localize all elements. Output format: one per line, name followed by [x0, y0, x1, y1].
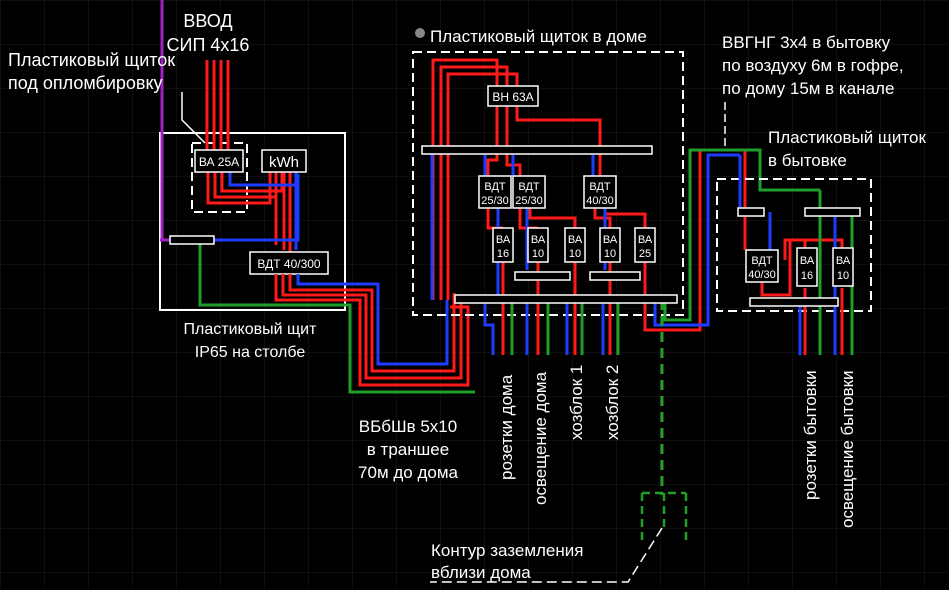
ground-label-1: Контур заземления [431, 541, 583, 560]
cabin-ba-1-b: 16 [801, 270, 813, 282]
house-rcd-2-b: 25/30 [515, 195, 543, 207]
house-breaker-2: ВА 10 [527, 227, 549, 263]
house-rcd-1: ВДТ 25/30 [478, 175, 512, 209]
house-ba-3-b: 10 [569, 248, 581, 260]
pole-n-bus [169, 235, 215, 245]
pole-box-label-2: IP65 на столбе [195, 344, 306, 361]
house-rcd-3-b: 40/30 [586, 195, 614, 207]
house-rcd-3-a: ВДТ [589, 181, 611, 193]
seal-box-pointer [181, 92, 206, 144]
house-switch: ВН 63А [487, 85, 539, 107]
cabin-panel: ВДТ 40/30 ВА 16 ВА 10 Пластиковый щиток … [716, 102, 926, 355]
pole-neutral-wires [176, 172, 300, 250]
house-ba-5-a: ВА [638, 234, 653, 246]
house-box-label: Пластиковый щиток в доме [430, 27, 647, 46]
ground-label-2: вблизи дома [431, 563, 531, 582]
house-ba-5-b: 25 [639, 248, 651, 260]
house-ba-3-a: ВА [568, 234, 583, 246]
pole-panel: ВА 25А kWh ВДТ 40/300 Пластиковый щит IP… [159, 0, 475, 394]
pole-rcd-label: ВДТ 40/300 [257, 257, 321, 271]
input-title-2: СИП 4х16 [167, 35, 250, 55]
cabin-pe-bus [804, 207, 861, 217]
cable-out-label-2: по воздуху 6м в гофре, [722, 56, 904, 75]
out-shed-1: хозблок 1 [567, 365, 586, 440]
cabin-phase [743, 212, 844, 355]
house-neutral [430, 150, 740, 355]
pole-panel-outline [159, 132, 346, 311]
cable-out-label-1: ВВГНГ 3х4 в бытовку [722, 33, 891, 52]
seal-box-outline [191, 142, 248, 213]
house-n-bus-mid-1 [514, 271, 571, 281]
trench-label-2: в траншее [367, 440, 449, 459]
meter-label: kWh [269, 154, 299, 171]
house-ba-2-b: 10 [532, 248, 544, 260]
house-rcd-2-a: ВДТ [518, 181, 540, 193]
house-rcd-1-b: 25/30 [481, 195, 509, 207]
meter: kWh [261, 149, 307, 173]
cabin-breaker-1: ВА 16 [796, 247, 818, 287]
ground-electrode [640, 491, 688, 540]
pole-ground-wire [198, 240, 475, 394]
house-panel-outline [412, 51, 684, 316]
cabin-n-bus-bottom [749, 297, 839, 307]
trench-label-1: ВБбШв 5х10 [359, 417, 457, 436]
cabin-rcd: ВДТ 40/30 [745, 249, 779, 283]
pole-breaker-label: ВА 25А [199, 155, 239, 169]
out-house-sockets: розетки дома [497, 374, 516, 480]
pole-rcd: ВДТ 40/300 [249, 251, 329, 275]
cabin-box-label-1: Пластиковый щиток [768, 128, 926, 147]
house-breaker-4: ВА 10 [599, 227, 621, 263]
out-cabin-light: освещение бытовки [838, 370, 857, 528]
trench-cable [274, 274, 470, 387]
house-pe-bus [454, 294, 678, 304]
house-ba-2-a: ВА [531, 234, 546, 246]
cabin-box-label-2: в бытовке [768, 151, 847, 170]
seal-box-label-1: Пластиковый щиток [8, 50, 175, 70]
cabin-breaker-2: ВА 10 [832, 247, 854, 287]
cabin-rcd-b: 40/30 [748, 269, 776, 281]
house-n-bus-top [421, 145, 653, 155]
house-ground [510, 148, 820, 355]
seal-box-label-2: под опломбировку [8, 73, 163, 93]
input-title-1: ВВОД [183, 11, 232, 31]
house-breaker-1: ВА 16 [492, 227, 514, 263]
pole-breaker: ВА 25А [194, 149, 244, 173]
house-switch-label: ВН 63А [492, 90, 533, 104]
house-ba-1-a: ВА [496, 234, 511, 246]
cabin-ba-2-b: 10 [837, 270, 849, 282]
house-breaker-3: ВА 10 [564, 227, 586, 263]
house-ba-4-b: 10 [604, 248, 616, 260]
out-shed-2: хозблок 2 [603, 365, 622, 440]
house-panel-marker [415, 28, 425, 38]
cabin-panel-outline [716, 178, 872, 312]
cabin-ba-1-a: ВА [800, 255, 815, 267]
house-ba-1-b: 16 [497, 248, 509, 260]
out-house-light: освещение дома [531, 371, 550, 505]
out-cabin-sockets: розетки бытовки [801, 370, 820, 500]
cabin-ba-2-a: ВА [836, 255, 851, 267]
trench-label-3: 70м до дома [358, 463, 458, 482]
house-n-bus-mid-2 [589, 271, 641, 281]
house-ba-4-a: ВА [603, 234, 618, 246]
cabin-n-bus-left [737, 207, 765, 217]
cabin-rcd-a: ВДТ [751, 255, 773, 267]
ground-pointer [430, 527, 663, 583]
house-rcd-1-a: ВДТ [484, 181, 506, 193]
house-rcd-2: ВДТ 25/30 [512, 175, 546, 209]
house-breaker-5: ВА 25 [634, 227, 656, 263]
pole-box-label-1: Пластиковый щит [184, 321, 318, 338]
house-rcd-3: ВДТ 40/30 [583, 175, 617, 209]
house-panel: ВН 63А ВДТ 25/30 ВДТ 25/30 ВДТ 40/30 ВА … [412, 27, 820, 495]
cable-out-label-3: по дому 15м в канале [722, 79, 894, 98]
